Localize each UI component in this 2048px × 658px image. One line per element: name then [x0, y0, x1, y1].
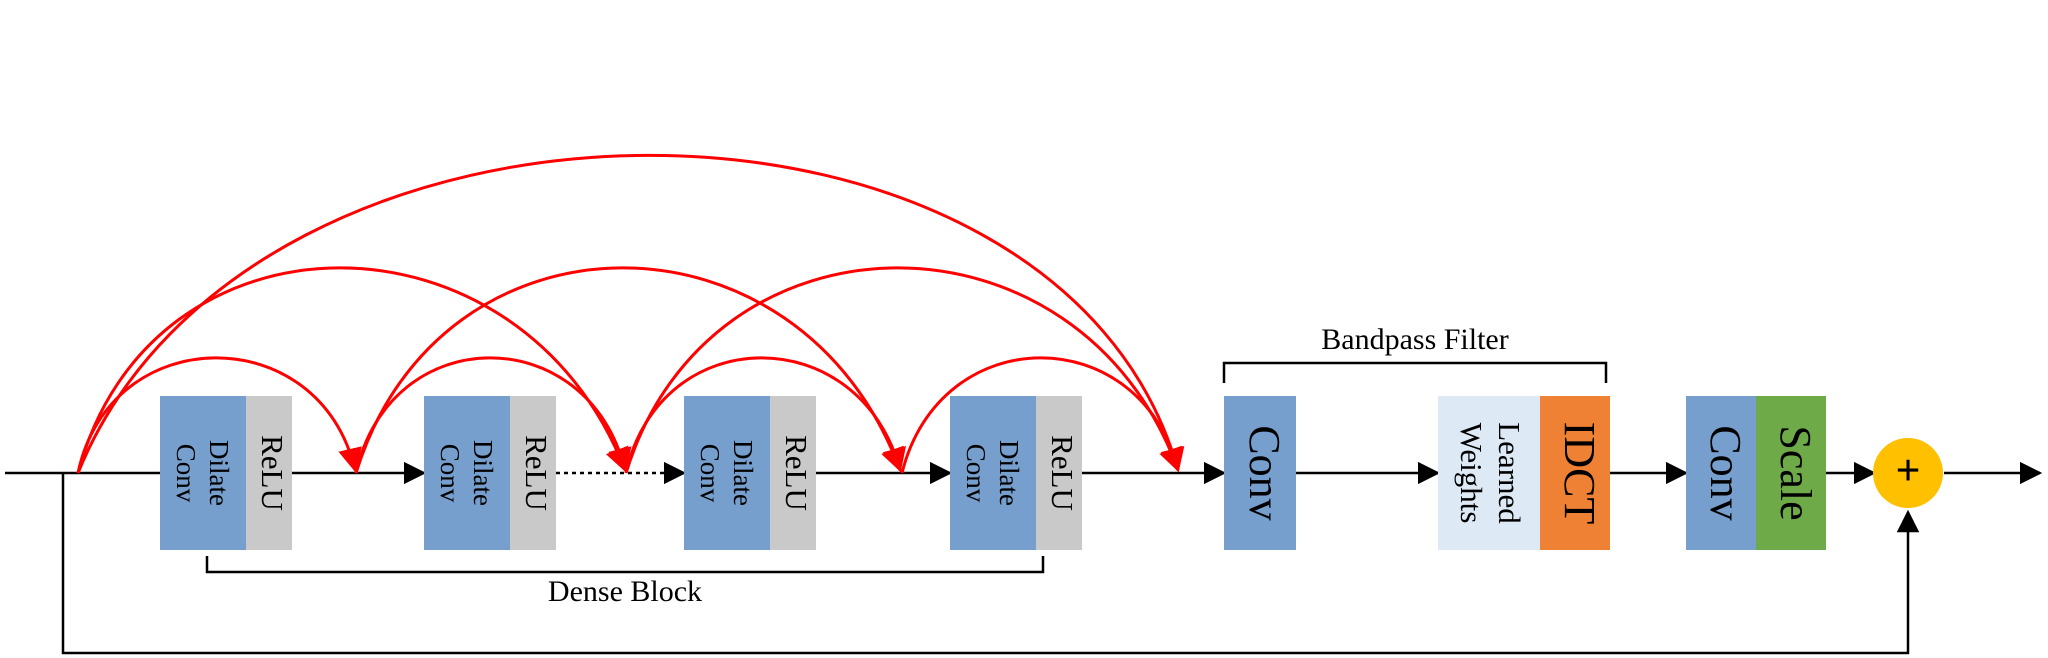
- dilate-label: Dilate: [468, 440, 498, 506]
- dense-arc-a2: [76, 266, 629, 474]
- relu-box: [770, 396, 816, 550]
- idct: IDCT: [1540, 396, 1610, 550]
- scale-label: Scale: [1771, 425, 1820, 520]
- bandpass-bracket: [1222, 361, 1608, 383]
- idct-label: IDCT: [1555, 422, 1604, 525]
- bandpass-conv: Conv: [1224, 396, 1296, 550]
- dilate-conv-box: [950, 396, 1036, 550]
- scale-box: [1756, 396, 1826, 550]
- learned-weights-box: [1438, 396, 1540, 550]
- global-skip-connection: [61, 473, 1920, 655]
- relu-label: ReLU: [1045, 435, 1080, 511]
- dense-connections: [76, 153, 1185, 474]
- dense-block-4: Dilate Conv ReLU: [950, 396, 1082, 550]
- scale: Scale: [1756, 396, 1826, 550]
- output-conv-box: [1686, 396, 1756, 550]
- weights-label: Weights: [1454, 423, 1489, 524]
- bandpass-label: Bandpass Filter: [1321, 323, 1509, 356]
- dense-block-2: Dilate Conv ReLU: [424, 396, 556, 550]
- dense-block-label: Dense Block: [548, 575, 702, 608]
- bandpass-conv-label: Conv: [1240, 425, 1289, 520]
- dense-arc-a3: [76, 153, 1184, 474]
- dilate-label: Dilate: [994, 440, 1024, 506]
- dense-block-1: Dilate Conv ReLU: [160, 396, 292, 550]
- sum-circle: [1873, 438, 1943, 508]
- dilate-label: Dilate: [204, 440, 234, 506]
- dense-arc-c2: [624, 266, 1182, 474]
- relu-label: ReLU: [779, 435, 814, 511]
- dense-arc-b2: [354, 266, 904, 474]
- dense-block-bracket: [205, 556, 1045, 574]
- sum-node: +: [1873, 438, 1943, 508]
- relu-box: [1036, 396, 1082, 550]
- relu-box: [246, 396, 292, 550]
- conv-label: Conv: [695, 444, 725, 503]
- dilate-label: Dilate: [728, 440, 758, 506]
- dilate-conv-box: [684, 396, 770, 550]
- conv-label: Conv: [171, 444, 201, 503]
- dilate-conv-box: [424, 396, 510, 550]
- idct-box: [1540, 396, 1610, 550]
- output-conv: Conv: [1686, 396, 1756, 550]
- plus-icon: +: [1895, 446, 1920, 495]
- relu-label: ReLU: [519, 435, 554, 511]
- relu-label: ReLU: [255, 435, 290, 511]
- relu-box: [510, 396, 556, 550]
- dense-block-3: Dilate Conv ReLU: [684, 396, 816, 550]
- learned-label: Learned: [1492, 422, 1527, 524]
- dense-arc-d1: [900, 356, 1185, 474]
- dilate-conv-box: [160, 396, 246, 550]
- output-conv-label: Conv: [1701, 425, 1750, 520]
- conv-label: Conv: [435, 444, 465, 503]
- bandpass-conv-box: [1224, 396, 1296, 550]
- conv-label: Conv: [961, 444, 991, 503]
- learned-weights: Learned Weights: [1438, 396, 1540, 550]
- dense-arc-a1: [76, 356, 362, 474]
